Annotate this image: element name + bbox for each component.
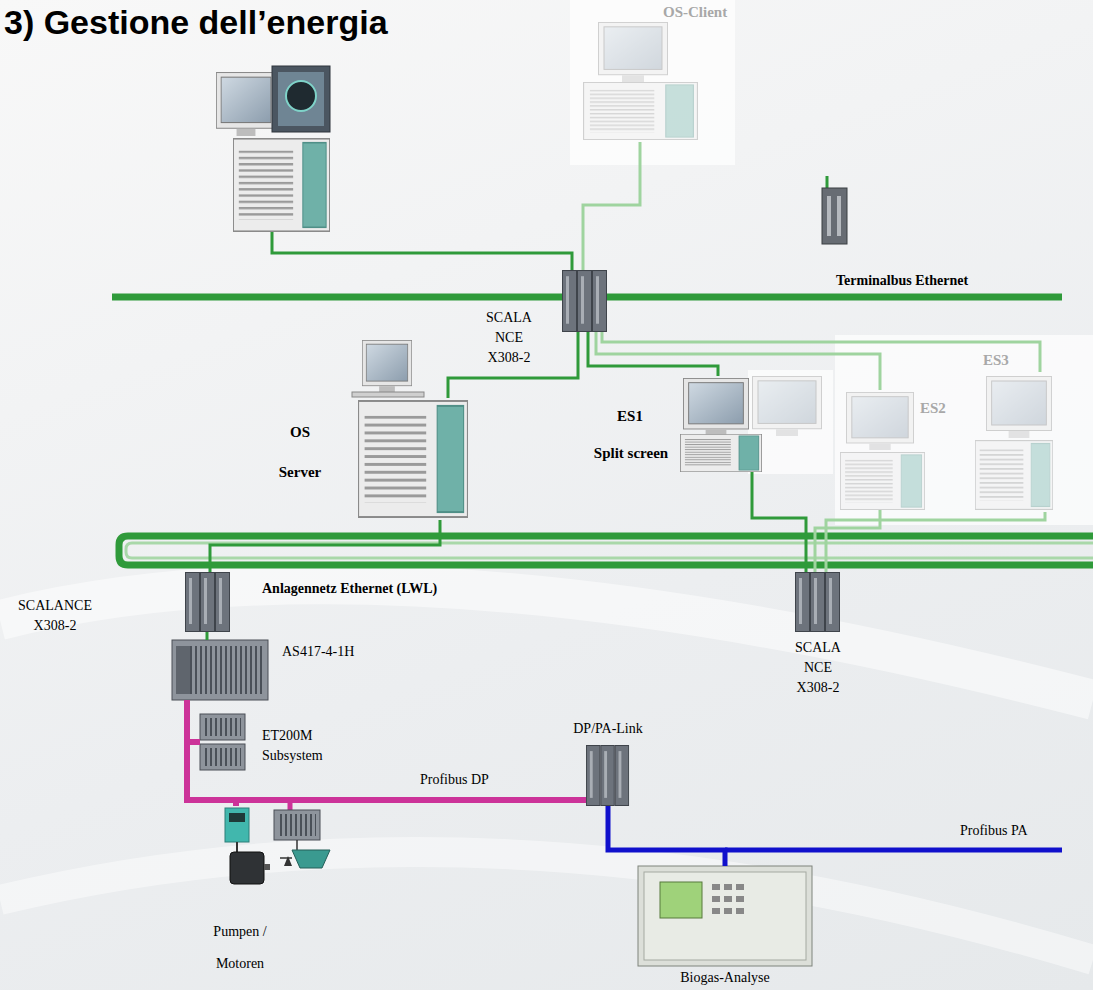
bus-label: Anlagennetz Ethernet (LWL) xyxy=(262,580,437,598)
device-node: OS-Client xyxy=(575,0,735,142)
bus-connector xyxy=(187,700,586,800)
bus-connector xyxy=(583,142,640,270)
bus-connector xyxy=(602,332,1040,372)
device-label: ES1 xyxy=(595,406,665,426)
device-node: AS417-4-1H xyxy=(172,640,268,700)
device-node: ET200M Subsystem xyxy=(200,714,245,770)
device-label: SCALA NCE X308-2 xyxy=(477,308,541,368)
device-label: ET200M Subsystem xyxy=(262,726,340,766)
device-label: ES2 xyxy=(920,398,946,418)
device-label: Pumpen / Motoren xyxy=(200,916,280,980)
device-node: Biogas-Analyse xyxy=(638,866,812,966)
device-node: ES2 xyxy=(840,390,950,510)
device-node: ES3 xyxy=(975,372,1055,512)
device-node: OS Server xyxy=(358,398,468,520)
bus-connector xyxy=(608,806,725,866)
device-node: ES1Split screen xyxy=(680,376,828,472)
device-node: SCALA NCE X308-2 xyxy=(795,572,841,632)
device-label: ES3 xyxy=(983,350,1009,370)
bus-connector xyxy=(752,472,806,572)
bus-label: Terminalbus Ethernet xyxy=(836,272,968,290)
device-label: AS417-4-1H xyxy=(282,642,354,662)
device-node: DP/PA-Link xyxy=(586,745,630,806)
device-label: SCALA NCE X308-2 xyxy=(786,638,850,698)
device-label: DP/PA-Link xyxy=(558,719,658,739)
device-label: OS Server xyxy=(270,412,330,492)
bus-connector xyxy=(210,520,440,572)
device-node: SCALANCE X308-2 xyxy=(185,572,231,632)
device-node: SCALA NCE X308-2 xyxy=(562,270,608,332)
bus-label: Profibus PA xyxy=(960,822,1028,840)
bus-label: Profibus DP xyxy=(420,771,489,789)
diagram-title: 3) Gestione dell’energia xyxy=(4,2,388,42)
device-label: Biogas-Analyse xyxy=(638,968,812,988)
device-label: Split screen xyxy=(583,443,679,463)
bus-connector xyxy=(187,700,236,806)
device-label: SCALANCE X308-2 xyxy=(5,596,105,636)
device-node: Pumpen / Motoren xyxy=(222,806,268,892)
device-label: OS-Client xyxy=(663,2,727,22)
bus-connector xyxy=(826,512,1045,572)
bus-connector xyxy=(206,632,209,640)
